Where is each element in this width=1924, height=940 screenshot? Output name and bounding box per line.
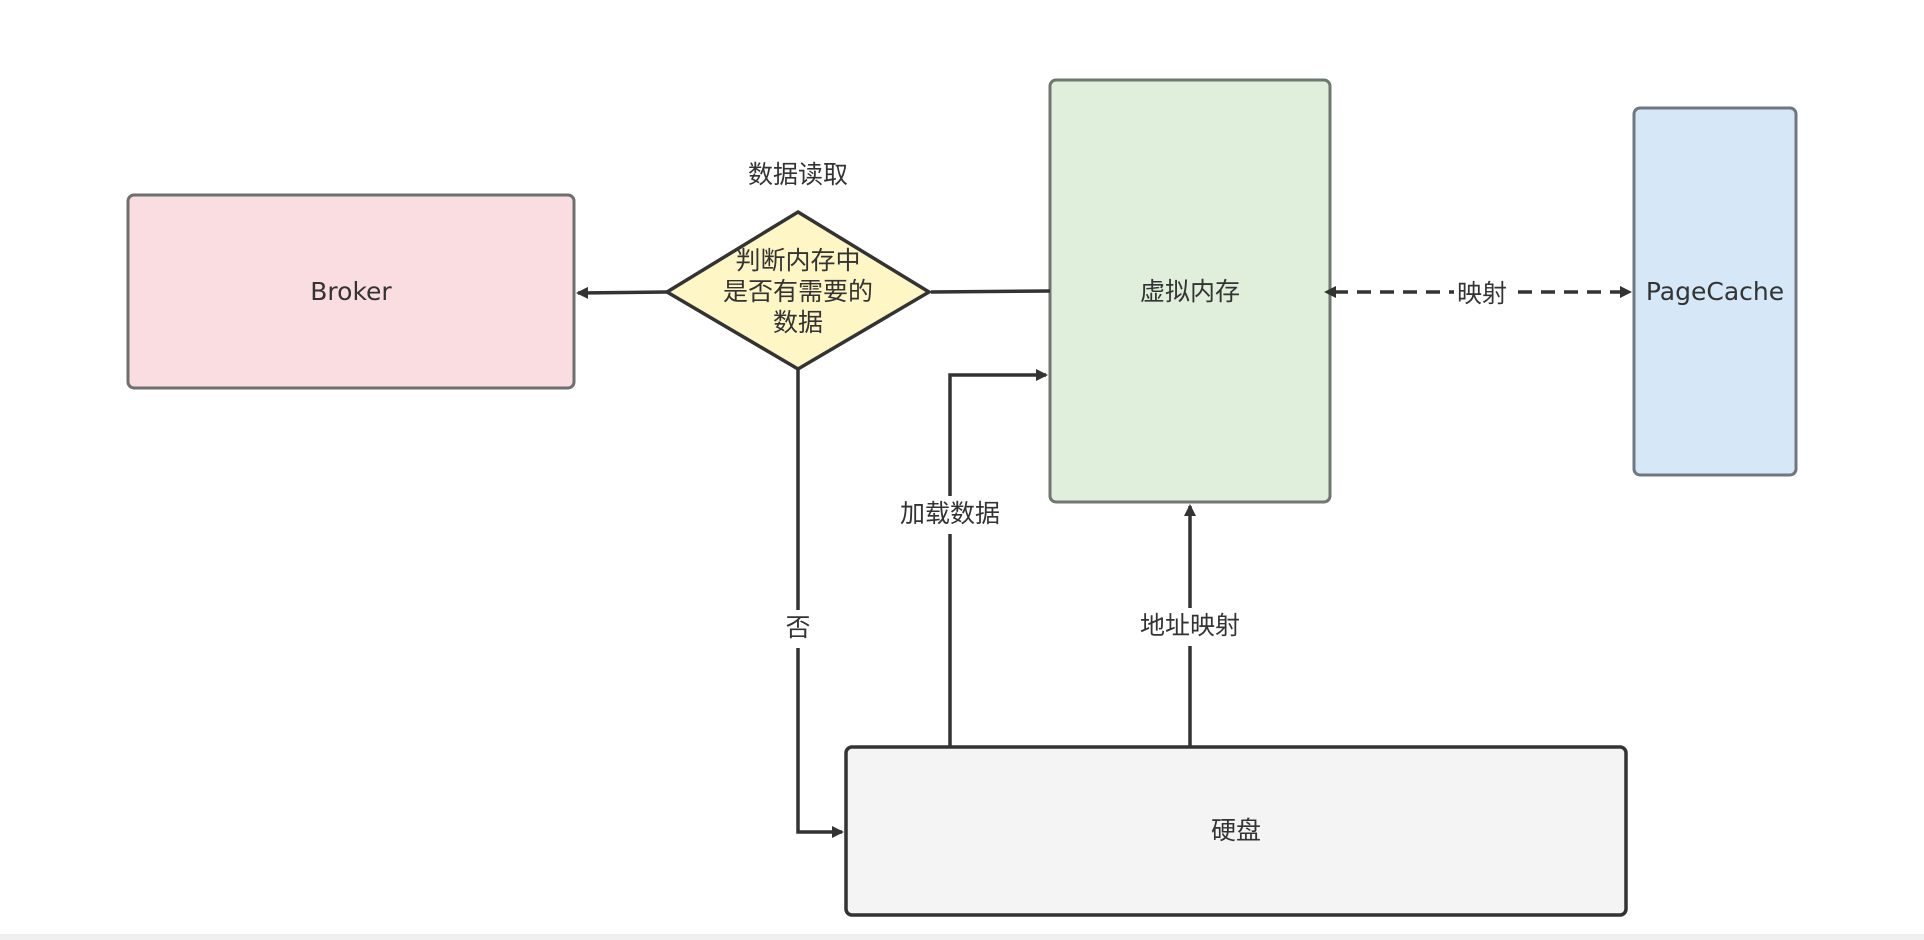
decision-label-line-1: 判断内存中: [735, 246, 860, 275]
decision-node[interactable]: 判断内存中 是否有需要的 数据: [663, 209, 933, 372]
load-data-label: 加载数据: [900, 499, 1000, 528]
broker-label: Broker: [310, 277, 392, 306]
disk-label: 硬盘: [1211, 816, 1261, 845]
bottom-border-strip: [0, 934, 1924, 940]
mapping-label: 映射: [1457, 279, 1507, 308]
virtual-memory-label: 虚拟内存: [1140, 277, 1240, 306]
address-mapping-label: 地址映射: [1140, 611, 1240, 640]
edge-disk-load-to-memory: [948, 369, 1048, 747]
virtual-memory-node[interactable]: 虚拟内存: [1048, 78, 1332, 504]
broker-node[interactable]: Broker: [126, 193, 576, 390]
edge-decision-to-disk: [796, 369, 844, 838]
pagecache-box: [1632, 106, 1798, 477]
broker-box: [126, 193, 576, 390]
load-data-label-bg: [898, 496, 1002, 534]
disk-box: [844, 745, 1628, 917]
pagecache-label: PageCache: [1646, 277, 1784, 306]
address-mapping-label-bg: [1138, 608, 1242, 646]
edge-decision-to-broker: [576, 286, 668, 299]
data-read-label: 数据读取: [748, 160, 848, 189]
disk-node[interactable]: 硬盘: [844, 745, 1628, 917]
mapping-label-bg: [1454, 276, 1510, 312]
edge-memory-to-decision: [930, 289, 1051, 294]
no-label-bg: [782, 610, 814, 648]
decision-label-line-2: 是否有需要的: [723, 277, 873, 306]
pagecache-node[interactable]: PageCache: [1632, 106, 1798, 477]
no-label: 否: [785, 613, 810, 642]
decision-label-line-3: 数据: [773, 308, 823, 337]
